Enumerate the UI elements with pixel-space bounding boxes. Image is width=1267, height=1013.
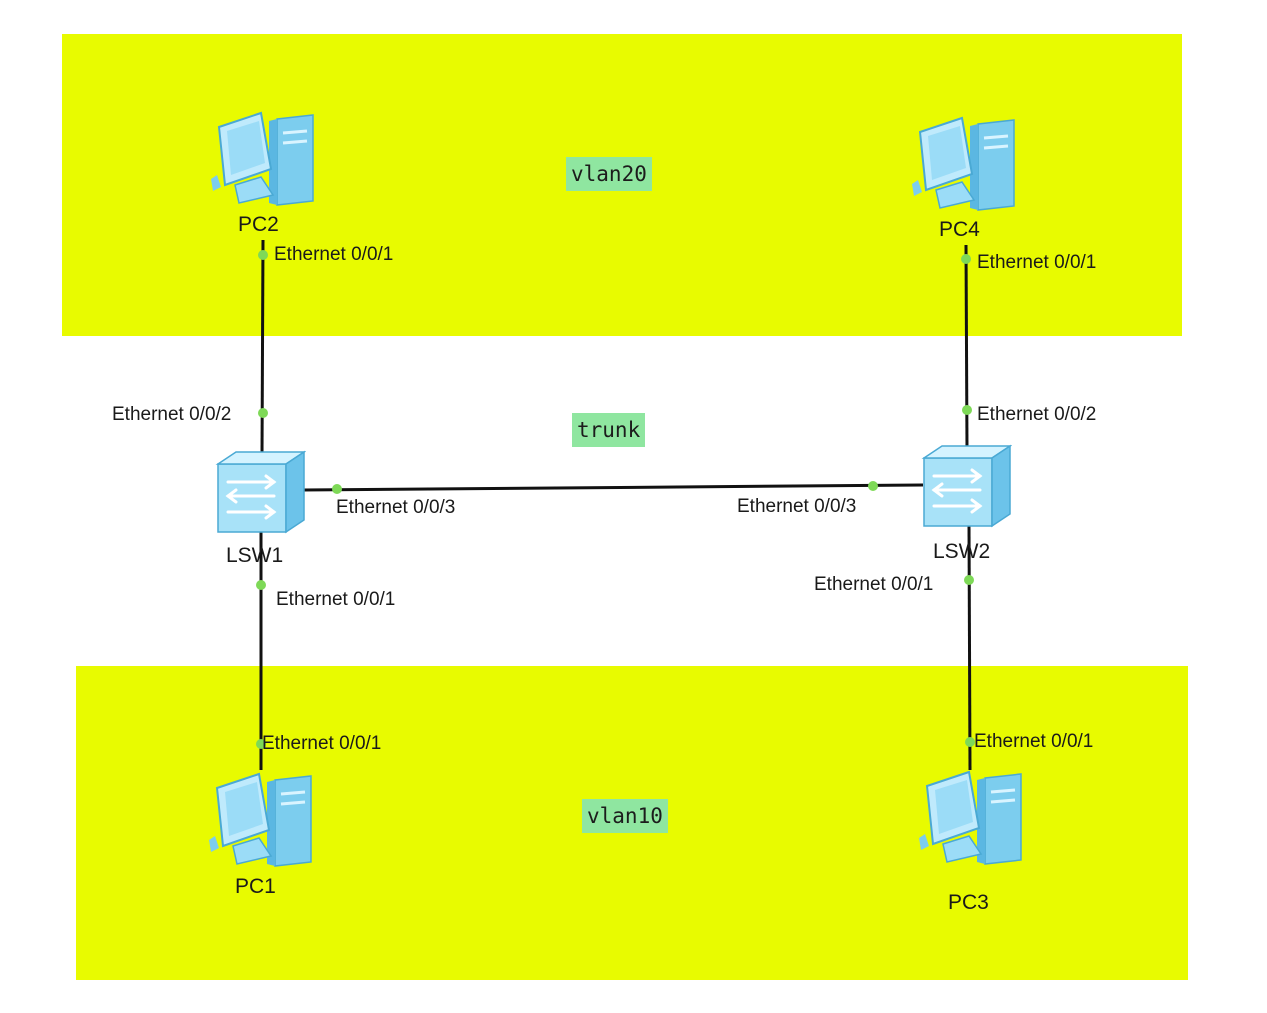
port-dot-pc2[interactable] — [258, 250, 268, 260]
port-dot-pc4[interactable] — [961, 254, 971, 264]
port-label-lsw2-eth1: Ethernet 0/0/1 — [814, 574, 934, 595]
pc2-name: PC2 — [238, 213, 279, 236]
port-dot-lsw2-eth1[interactable] — [964, 575, 974, 585]
port-label-pc1: Ethernet 0/0/1 — [262, 733, 382, 754]
vlan10-label: vlan10 — [582, 799, 668, 833]
port-label-lsw1-eth1: Ethernet 0/0/1 — [276, 589, 396, 610]
pc3-name: PC3 — [948, 891, 989, 914]
switch-icon — [921, 444, 1013, 528]
port-dot-lsw1-eth3[interactable] — [332, 484, 342, 494]
desktop-pc-icon — [209, 772, 312, 867]
pc2-desktop-pc-icon[interactable] — [209, 107, 317, 212]
switch-icon — [215, 450, 307, 534]
vlan20-label: vlan20 — [566, 157, 652, 191]
port-dot-lsw1-eth2[interactable] — [258, 408, 268, 418]
port-dot-lsw1-eth1[interactable] — [256, 580, 266, 590]
link-pc2-lsw1[interactable] — [260, 239, 265, 456]
port-label-pc3: Ethernet 0/0/1 — [974, 731, 1094, 752]
pc4-name: PC4 — [939, 218, 980, 241]
port-label-pc4: Ethernet 0/0/1 — [977, 252, 1097, 273]
port-label-pc2: Ethernet 0/0/1 — [274, 244, 394, 265]
pc4-desktop-pc-icon[interactable] — [910, 112, 1018, 217]
desktop-pc-icon — [919, 770, 1022, 865]
trunk-label: trunk — [572, 413, 646, 447]
link-lsw2-pc3[interactable] — [967, 524, 972, 771]
lsw1-switch-icon[interactable] — [214, 448, 307, 539]
pc1-name: PC1 — [235, 875, 276, 898]
lsw1-name: LSW1 — [226, 544, 284, 567]
link-pc4-lsw2[interactable] — [964, 244, 969, 451]
port-label-lsw1-eth2: Ethernet 0/0/2 — [112, 404, 232, 425]
pc3-desktop-pc-icon[interactable] — [917, 766, 1025, 871]
port-dot-pc3[interactable] — [965, 737, 975, 747]
port-dot-lsw2-eth2[interactable] — [962, 405, 972, 415]
lsw2-name: LSW2 — [933, 540, 991, 563]
port-dot-pc1[interactable] — [256, 739, 266, 749]
port-label-lsw2-eth3: Ethernet 0/0/3 — [737, 496, 857, 517]
port-label-lsw1-eth3: Ethernet 0/0/3 — [336, 497, 456, 518]
lsw2-switch-icon[interactable] — [920, 442, 1013, 533]
port-label-lsw2-eth2: Ethernet 0/0/2 — [977, 404, 1097, 425]
pc1-desktop-pc-icon[interactable] — [207, 768, 315, 873]
port-dot-lsw2-eth3[interactable] — [868, 481, 878, 491]
desktop-pc-icon — [912, 116, 1015, 211]
link-lsw1-lsw2[interactable] — [302, 483, 924, 492]
desktop-pc-icon — [211, 111, 314, 206]
